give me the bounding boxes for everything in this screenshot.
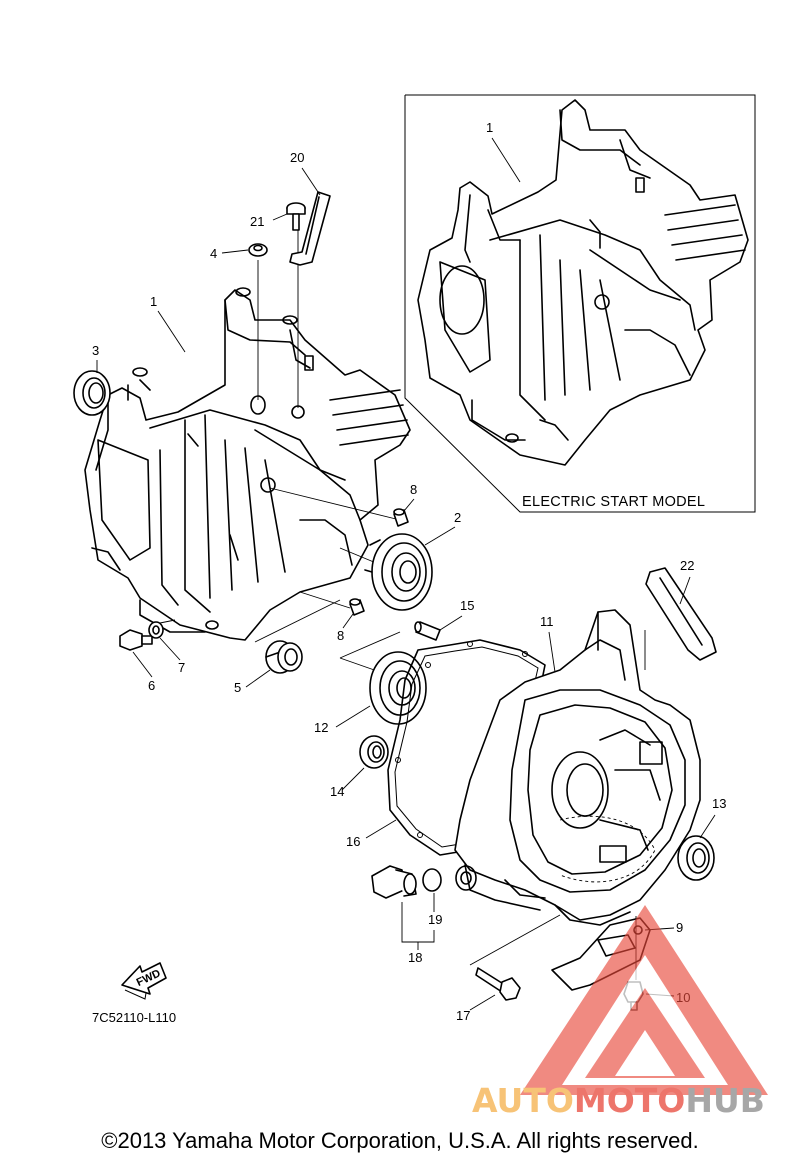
watermark-part1: AUTO: [472, 1081, 574, 1120]
callout-8-lower: 8: [337, 628, 344, 643]
copyright-notice: ©2013 Yamaha Motor Corporation, U.S.A. A…: [101, 1128, 699, 1153]
callout-22: 22: [680, 558, 694, 573]
callout-9: 9: [676, 920, 683, 935]
fwd-label: FWD: [135, 967, 163, 988]
callout-4: 4: [210, 246, 217, 261]
oil-seal-3: [73, 370, 111, 416]
callout-6: 6: [148, 678, 155, 693]
callout-2: 2: [454, 510, 461, 525]
cover-plate-22: [645, 567, 717, 661]
watermark-logo: AUTOMOTOHUB: [472, 905, 768, 1120]
watermark-part3: HUB: [685, 1081, 765, 1120]
filler-plug-18: [371, 865, 417, 899]
washer-4: [248, 243, 268, 257]
fwd-arrow-icon: FWD: [121, 962, 167, 1000]
callout-21: 21: [250, 214, 264, 229]
callout-5: 5: [234, 680, 241, 695]
callout-18: 18: [408, 950, 422, 965]
callout-8-upper: 8: [410, 482, 417, 497]
callout-11: 11: [540, 614, 554, 629]
callout-1: 1: [150, 294, 157, 309]
bearing-2: [364, 533, 433, 611]
watermark-text: AUTOMOTOHUB: [472, 1081, 765, 1120]
oil-seal-13: [677, 835, 715, 881]
dowel-pin-8-upper: [393, 508, 409, 527]
bearing-5: [265, 640, 303, 674]
oil-seal-14: [359, 735, 389, 769]
inset-crankcase: [417, 99, 749, 466]
crankcase-cover-11: [454, 609, 701, 926]
bearing-12: [369, 651, 427, 725]
gasket-7: [148, 621, 164, 639]
bolt-21: [286, 202, 306, 231]
callout-13: 13: [712, 796, 726, 811]
bracket-20: [289, 191, 331, 266]
callout-16: 16: [346, 834, 360, 849]
watermark-part2: MOTO: [574, 1081, 685, 1120]
callout-14: 14: [330, 784, 344, 799]
drain-bolt-6: [119, 629, 153, 651]
callout-15: 15: [460, 598, 474, 613]
callout-20: 20: [290, 150, 304, 165]
inset-callout-1: 1: [486, 120, 493, 135]
callout-12: 12: [314, 720, 328, 735]
inset-label: ELECTRIC START MODEL: [522, 494, 705, 510]
callout-7: 7: [178, 660, 185, 675]
diagram-code: 7C52110-L110: [92, 1010, 176, 1025]
callout-3: 3: [92, 343, 99, 358]
dowel-pin-8-lower: [349, 598, 365, 616]
callout-17: 17: [456, 1008, 470, 1023]
crankcase-main: [84, 287, 411, 641]
bolt-17: [475, 967, 521, 1001]
o-ring-19: [422, 868, 442, 892]
electric-start-inset: ELECTRIC START MODEL 1: [404, 94, 756, 513]
callout-19: 19: [428, 912, 442, 927]
dowel-pin-15: [414, 621, 441, 641]
